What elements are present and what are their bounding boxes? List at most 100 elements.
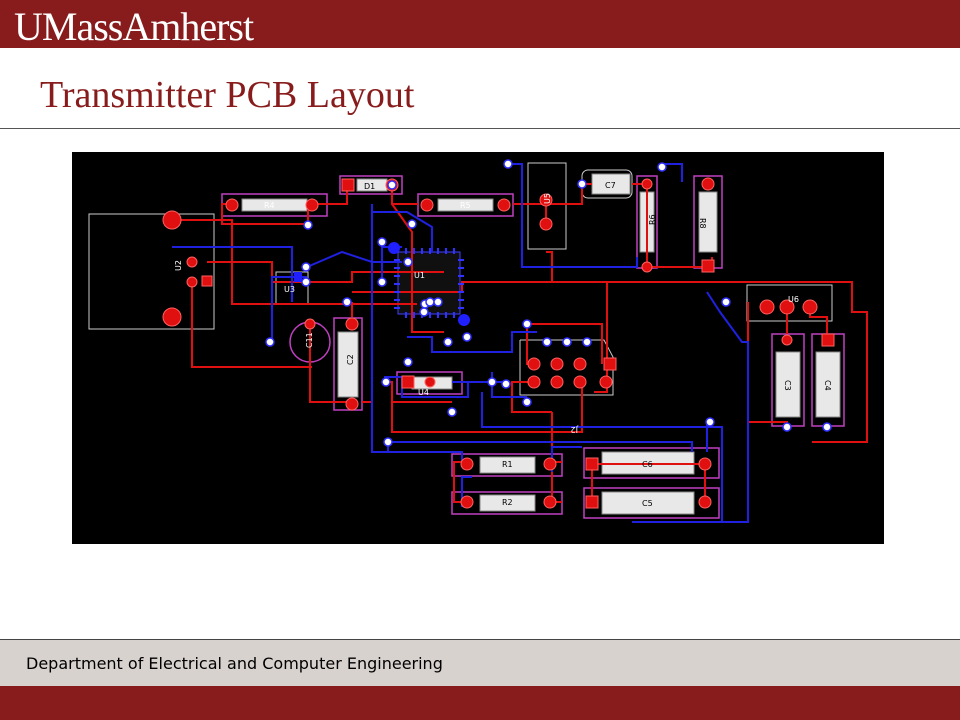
trace	[207, 261, 444, 283]
u5-pad	[539, 193, 553, 207]
umass-amherst-logo: UMassAmherst	[14, 4, 254, 49]
r2-label: R2	[502, 498, 513, 507]
trace	[407, 336, 472, 353]
j2-pad	[573, 375, 587, 389]
u1-label: U1	[414, 271, 425, 280]
c5-outline	[583, 487, 720, 519]
bottom-bar	[0, 686, 960, 720]
j2-pad	[527, 357, 541, 371]
c5-label: C5	[642, 499, 653, 508]
j2-pad	[550, 375, 564, 389]
trace	[460, 331, 537, 353]
trace	[172, 246, 293, 302]
u2-label: U2	[174, 260, 183, 271]
r6-pad	[641, 178, 653, 190]
c11-pad	[304, 318, 316, 330]
r1-pad	[460, 457, 474, 471]
u2-pad	[162, 210, 182, 230]
pcb-layout-svg: R4 R5 D1 C7 R6 R8 R1 R2 C6 C5 C2 C3 C4 C…	[88, 159, 868, 523]
r1-label: R1	[502, 460, 513, 469]
j2-pad	[550, 357, 564, 371]
r6-pad	[641, 261, 653, 273]
d1-label: D1	[364, 182, 375, 191]
blue-pads	[294, 242, 470, 326]
u5-label: U5	[543, 193, 552, 204]
footer-divider	[0, 639, 960, 640]
u3-label: U3	[284, 285, 295, 294]
d1-pad	[341, 178, 355, 192]
footer-band: Department of Electrical and Computer En…	[0, 640, 960, 686]
trace	[508, 163, 638, 268]
u2-outline	[88, 213, 215, 330]
u4-label: U4	[418, 388, 429, 397]
r2-pad	[460, 495, 474, 509]
r6-label: R6	[648, 214, 657, 225]
c5-body	[601, 491, 695, 515]
j2-pad	[573, 357, 587, 371]
pcb-layout-diagram: R4 R5 D1 C7 R6 R8 R1 R2 C6 C5 C2 C3 C4 C…	[72, 152, 884, 544]
r8-label: R8	[698, 218, 707, 229]
c6-label: C6	[642, 460, 653, 469]
u1-ic-leads	[394, 248, 464, 318]
c6-pad	[585, 457, 599, 471]
r4-pad	[305, 198, 319, 212]
r8-pad	[701, 177, 715, 191]
trace	[700, 291, 749, 523]
trace	[387, 442, 463, 467]
u4-pad	[424, 376, 436, 388]
trace	[384, 376, 469, 398]
trace	[546, 183, 592, 205]
c6-outline	[583, 447, 720, 479]
j2-pad	[599, 375, 613, 389]
c11-label: C11	[305, 332, 314, 348]
u6-pad	[779, 299, 795, 315]
trace	[362, 362, 373, 403]
j2-pad	[527, 375, 541, 389]
r1-outline	[451, 453, 563, 477]
r8-pad	[701, 259, 715, 273]
u2-pad	[201, 275, 213, 287]
r4-label: R4	[264, 201, 275, 210]
header-bar: UMassAmherst	[0, 0, 960, 48]
trace	[309, 320, 352, 403]
c2-body	[337, 331, 359, 398]
designator-labels: R4 R5 D1 C7 R6 R8 R1 R2 C6 C5 C2 C3 C4 C…	[174, 181, 832, 508]
vias	[265, 159, 832, 447]
u6-pad	[759, 299, 775, 315]
trace	[306, 250, 402, 268]
c2-pad	[345, 397, 359, 411]
c2-pad	[345, 317, 359, 331]
c5-pad	[585, 495, 599, 509]
u2-pad	[186, 256, 198, 268]
department-name: Department of Electrical and Computer En…	[26, 654, 443, 673]
r2-pad	[543, 495, 557, 509]
r2-body	[479, 494, 536, 512]
trace	[594, 282, 608, 393]
trace	[221, 203, 309, 225]
r5-body	[437, 198, 494, 212]
trace	[481, 392, 723, 523]
c2-outline	[333, 317, 363, 411]
u5-outline	[527, 162, 567, 250]
u6-pad	[802, 299, 818, 315]
c7-label: C7	[605, 181, 616, 190]
r8-body	[698, 191, 718, 253]
slide-title: Transmitter PCB Layout	[40, 74, 415, 116]
c6-pad	[698, 457, 712, 471]
trace	[391, 203, 444, 333]
u2-pad	[186, 276, 198, 288]
trace	[461, 476, 472, 507]
trace	[527, 323, 603, 364]
c4-pad	[821, 333, 835, 347]
c2-label: C2	[346, 354, 355, 365]
silkscreen-outlines	[88, 162, 833, 396]
j2-label: J2	[571, 425, 579, 434]
c4-body	[815, 351, 841, 418]
red-traces	[172, 183, 868, 503]
title-divider	[0, 128, 960, 129]
j2-pad	[603, 357, 617, 371]
c4-label: C4	[823, 380, 832, 391]
r5-pad	[420, 198, 434, 212]
r5-label: R5	[460, 201, 471, 210]
r5-pad	[497, 198, 511, 212]
